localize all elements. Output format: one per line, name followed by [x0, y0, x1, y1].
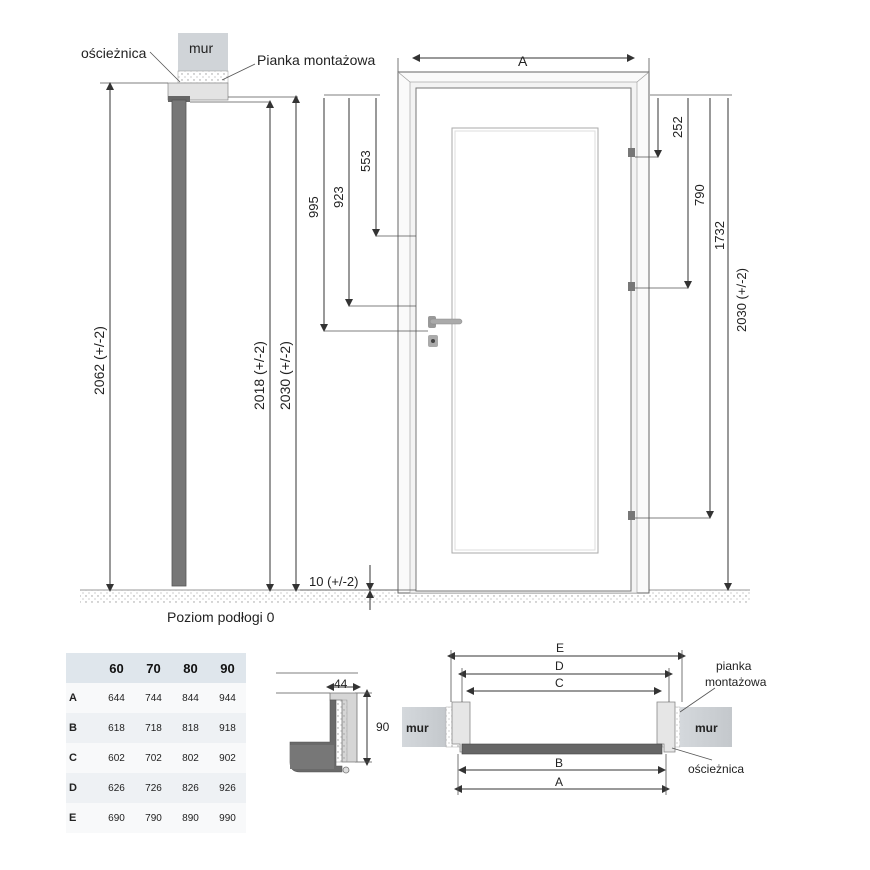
- table-cell: 890: [172, 803, 209, 833]
- front-view: [300, 54, 732, 610]
- table-cell: 602: [98, 743, 135, 773]
- table-row: C 602 702 802 902: [66, 743, 246, 773]
- table-row: A 644 744 844 944: [66, 683, 246, 713]
- label-foam-2: montażowa: [705, 675, 767, 689]
- table-header-cell: [66, 653, 98, 683]
- foam-block: [177, 70, 229, 84]
- section-door-leaf: [461, 743, 663, 755]
- table-cell: 902: [209, 743, 246, 773]
- table-cell: 790: [135, 803, 172, 833]
- table-cell: 918: [219, 722, 236, 734]
- label-dim-252: 252: [670, 116, 685, 138]
- label-gap-10: 10 (+/-2): [309, 574, 359, 589]
- label-B: B: [555, 756, 563, 770]
- label-frame-section: ościeżnica: [688, 762, 744, 776]
- label-dim-790: 790: [692, 184, 707, 206]
- table-cell: 690: [98, 803, 135, 833]
- label-floor-level: Poziom podłogi 0: [167, 609, 275, 625]
- label-dim-2018: 2018 (+/-2): [251, 341, 267, 410]
- table-cell: 744: [135, 683, 172, 713]
- table-row: B 618 718 818 918: [66, 713, 246, 743]
- label-D: D: [555, 659, 564, 673]
- table-cell: 618: [108, 722, 125, 734]
- table-cell: 718: [145, 722, 162, 734]
- label-C: C: [555, 676, 564, 690]
- table-cell: 818: [182, 722, 199, 734]
- label-dim-2030-front: 2030 (+/-2): [734, 268, 749, 332]
- table-header-cell: 90: [209, 653, 246, 683]
- door-leaf-edge: [171, 99, 187, 587]
- table-cell: 844: [172, 683, 209, 713]
- label-frame-side: ościeżnica: [81, 45, 147, 61]
- table-cell: 944: [209, 683, 246, 713]
- label-wall-side: mur: [189, 40, 213, 56]
- door-panel: [451, 127, 599, 554]
- row-label: D: [69, 782, 77, 794]
- table-header-row: 60 70 80 90: [66, 653, 246, 683]
- label-wall-right: mur: [695, 721, 718, 735]
- row-label: C: [66, 743, 98, 773]
- label-dim-2030-side: 2030 (+/-2): [277, 341, 293, 410]
- table-cell: 726: [145, 782, 162, 794]
- label-dim-90: 90: [376, 720, 390, 734]
- label-E: E: [556, 641, 564, 655]
- wall-left: [402, 707, 446, 747]
- label-dim-995: 995: [306, 196, 321, 218]
- door-handle: [429, 318, 463, 325]
- table-cell: 926: [219, 782, 236, 794]
- label-wall-left: mur: [406, 721, 429, 735]
- wall-block: [178, 33, 228, 71]
- label-width-A: A: [518, 53, 528, 69]
- label-dim-553: 553: [358, 150, 373, 172]
- table-cell: 802: [172, 743, 209, 773]
- table-header-cell: 80: [172, 653, 209, 683]
- hinge-middle: [628, 282, 635, 291]
- side-view: [100, 33, 300, 592]
- label-dim-2062: 2062 (+/-2): [91, 326, 107, 395]
- label-foam-side: Pianka montażowa: [257, 52, 376, 68]
- wall-right: [680, 707, 732, 747]
- table-cell: 626: [108, 782, 125, 794]
- table-cell: 990: [209, 803, 246, 833]
- row-label: A: [66, 683, 98, 713]
- table-header-cell: 60: [98, 653, 135, 683]
- label-A-section: A: [555, 775, 563, 789]
- row-label: E: [66, 803, 98, 833]
- table-cell: 826: [182, 782, 199, 794]
- profile-detail: [276, 672, 372, 774]
- frame-top: [167, 82, 229, 101]
- row-label: B: [69, 722, 77, 734]
- table-header-cell: 70: [135, 653, 172, 683]
- table-cell: 702: [135, 743, 172, 773]
- section-view: [402, 650, 732, 795]
- hinge-top: [628, 148, 635, 157]
- label-dim-923: 923: [331, 186, 346, 208]
- table-row: E 690 790 890 990: [66, 803, 246, 833]
- hinge-bottom: [628, 511, 635, 520]
- label-dim-1732: 1732: [712, 221, 727, 250]
- label-dim-44: 44: [334, 677, 348, 691]
- table-cell: 644: [98, 683, 135, 713]
- table-row: D 626 726 826 926: [66, 773, 246, 803]
- dimension-table: 60 70 80 90 A 644 744 844 944 B 618 718 …: [66, 653, 246, 833]
- label-foam-1: pianka: [716, 659, 752, 673]
